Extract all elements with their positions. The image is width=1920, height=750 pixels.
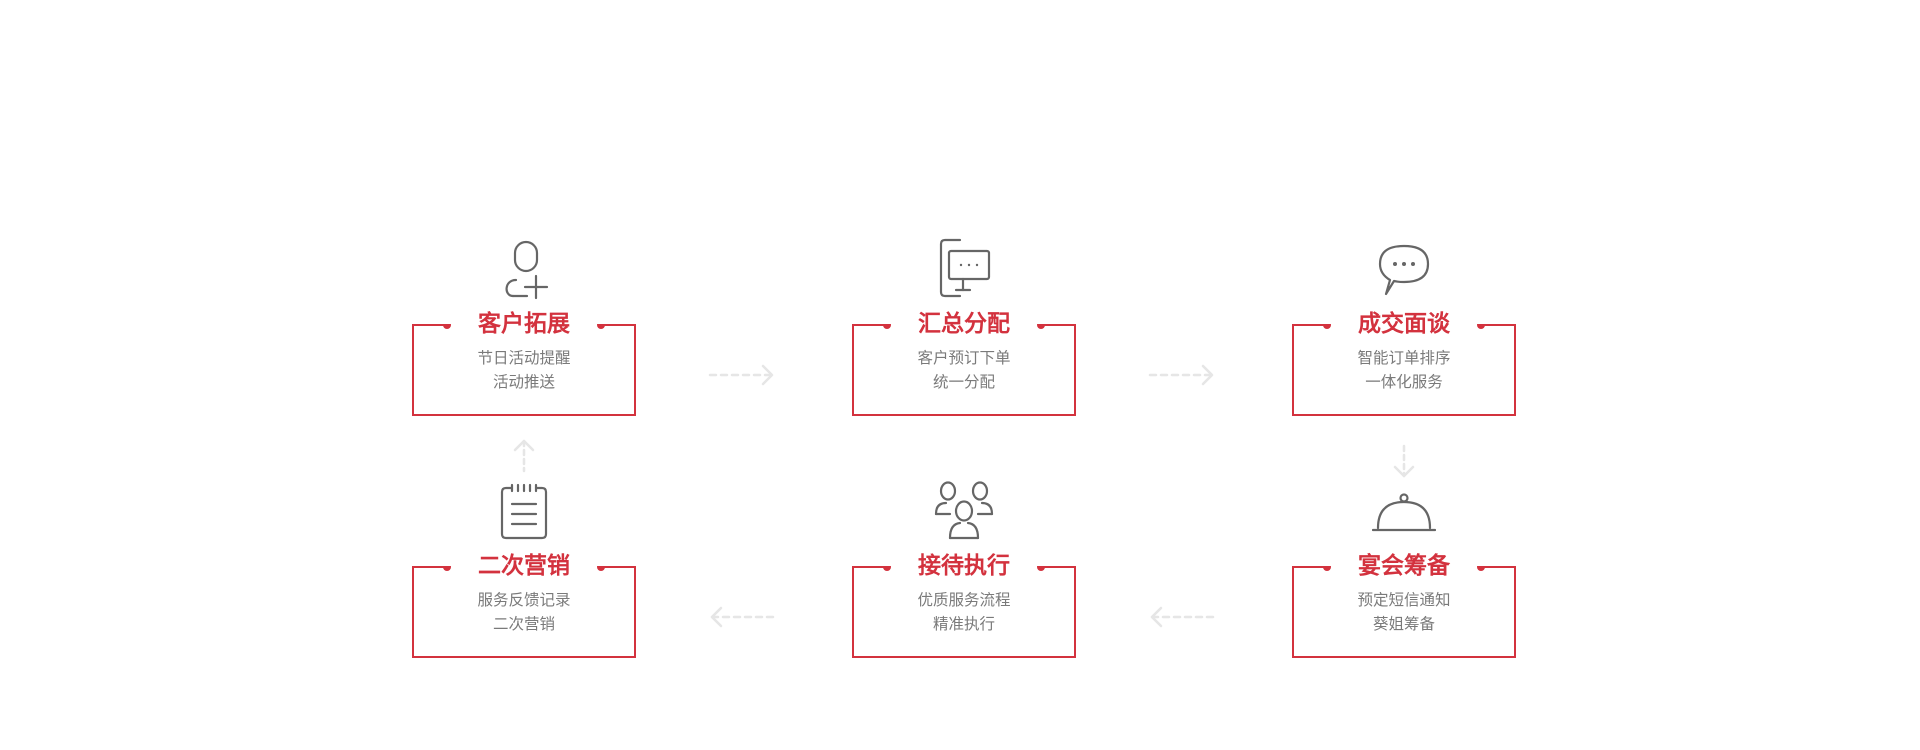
step-frame: [852, 566, 1076, 658]
step-description: 优质服务流程 精准执行: [852, 588, 1076, 636]
clipboard-icon: [492, 478, 556, 542]
step-frame: [1292, 566, 1516, 658]
arrow-right-icon: [708, 362, 776, 388]
step-description: 节日活动提醒 活动推送: [412, 346, 636, 394]
step-title: 汇总分配: [918, 311, 1010, 337]
step-desc-line: 客户预订下单: [917, 349, 1011, 367]
step-desc-line: 精准执行: [932, 615, 995, 633]
step-banquet-preparation: 宴会筹备 预定短信通知 葵姐筹备: [1292, 478, 1516, 658]
food-cloche-icon: [1372, 478, 1436, 542]
step-customer-expansion: 客户拓展 节日活动提醒 活动推送: [412, 236, 636, 416]
team-icon: [932, 478, 996, 542]
step-frame: [1292, 324, 1516, 416]
step-title: 接待执行: [918, 553, 1010, 579]
step-title: 宴会筹备: [1358, 553, 1450, 579]
step-description: 客户预订下单 统一分配: [852, 346, 1076, 394]
step-frame: [412, 324, 636, 416]
step-summary-allocation: 汇总分配 客户预订下单 统一分配: [852, 236, 1076, 416]
chat-bubble-icon: [1372, 236, 1436, 300]
step-secondary-marketing: 二次营销 服务反馈记录 二次营销: [412, 478, 636, 658]
arrow-down-icon: [1391, 444, 1417, 480]
step-desc-line: 预定短信通知: [1357, 591, 1451, 609]
step-desc-line: 葵姐筹备: [1372, 615, 1435, 633]
step-title: 客户拓展: [478, 311, 570, 337]
step-desc-line: 一体化服务: [1365, 373, 1443, 391]
step-reception-execution: 接待执行 优质服务流程 精准执行: [852, 478, 1076, 658]
step-title: 二次营销: [478, 553, 570, 579]
step-description: 预定短信通知 葵姐筹备: [1292, 588, 1516, 636]
arrow-left-icon: [708, 604, 776, 630]
step-description: 智能订单排序 一体化服务: [1292, 346, 1516, 394]
step-frame: [412, 566, 636, 658]
message-window-icon: [932, 236, 996, 300]
step-title: 成交面谈: [1358, 311, 1450, 337]
step-deal-negotiation: 成交面谈 智能订单排序 一体化服务: [1292, 236, 1516, 416]
step-desc-line: 活动推送: [492, 373, 555, 391]
step-desc-line: 节日活动提醒: [477, 349, 571, 367]
arrow-left-icon: [1148, 604, 1216, 630]
arrow-right-icon: [1148, 362, 1216, 388]
step-desc-line: 智能订单排序: [1357, 349, 1451, 367]
step-description: 服务反馈记录 二次营销: [412, 588, 636, 636]
step-desc-line: 服务反馈记录: [477, 591, 571, 609]
step-desc-line: 二次营销: [492, 615, 555, 633]
arrow-up-icon: [511, 437, 537, 473]
user-add-icon: [492, 236, 556, 300]
step-desc-line: 统一分配: [932, 373, 995, 391]
step-frame: [852, 324, 1076, 416]
step-desc-line: 优质服务流程: [917, 591, 1011, 609]
